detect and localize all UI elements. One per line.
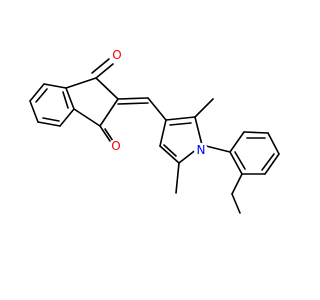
- bond: [91, 58, 110, 74]
- bond: [175, 162, 180, 194]
- bond: [231, 193, 241, 214]
- bond: [99, 125, 111, 142]
- bond-double-inner: [234, 151, 246, 170]
- bond-double-inner: [35, 88, 48, 103]
- bond: [37, 121, 61, 127]
- bond: [243, 131, 269, 134]
- bond-double-inner: [62, 91, 69, 109]
- bond-double-inner: [261, 153, 275, 171]
- atom-o-top: O: [110, 48, 124, 62]
- bond: [231, 173, 243, 195]
- bond: [65, 87, 75, 110]
- bond-lines: [29, 58, 280, 214]
- atom-labels: O O N: [109, 48, 208, 157]
- atom-n: N: [194, 143, 208, 157]
- bond: [95, 63, 114, 79]
- atom-label: N: [197, 143, 206, 157]
- bond: [59, 108, 75, 127]
- molecule-structure-diagram: O O N: [29, 48, 280, 214]
- bond: [95, 77, 119, 100]
- bond-double-inner: [163, 144, 177, 157]
- bond: [264, 153, 280, 175]
- bond: [159, 119, 167, 147]
- bond: [194, 116, 203, 146]
- bond: [65, 77, 97, 89]
- bond: [73, 108, 101, 127]
- atom-label: O: [112, 48, 121, 62]
- bond: [117, 102, 149, 105]
- bond: [99, 98, 119, 127]
- bond: [159, 145, 180, 164]
- bond: [117, 97, 149, 100]
- atom-label: O: [111, 139, 120, 153]
- bond: [43, 83, 67, 89]
- atom-o-bottom: O: [109, 139, 123, 153]
- bond: [229, 151, 243, 175]
- bond: [267, 132, 280, 155]
- bond-double-inner: [42, 117, 60, 122]
- bond: [147, 97, 167, 121]
- bond-double-inner: [169, 122, 192, 126]
- bond: [194, 98, 214, 118]
- bond: [29, 100, 39, 123]
- bond: [165, 116, 196, 121]
- bond: [29, 83, 45, 102]
- bond: [229, 131, 245, 153]
